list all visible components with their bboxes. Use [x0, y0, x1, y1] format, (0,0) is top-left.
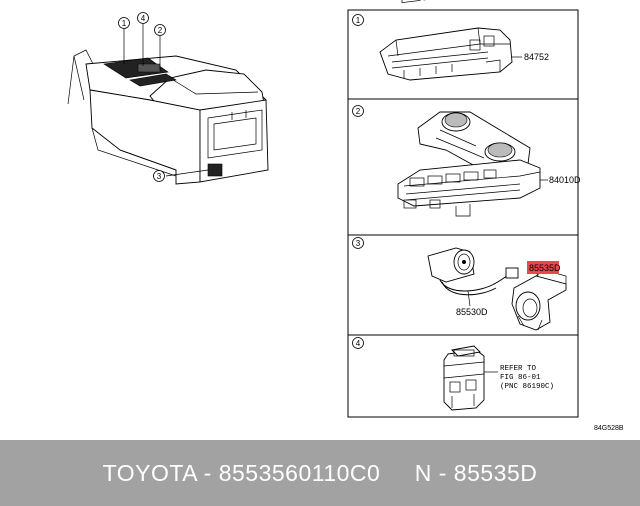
svg-text:2: 2: [158, 26, 163, 35]
panel-4: 4 REFER TO FIG 86-01 (PNC 86190C): [352, 337, 554, 411]
svg-text:4: 4: [356, 339, 361, 348]
part-label-84752: 84752: [524, 52, 549, 62]
panel-1: 1 84752: [352, 0, 549, 81]
svg-text:3: 3: [356, 239, 361, 248]
overview-callout-4: 4: [137, 12, 149, 24]
part-label-85530D: 85530D: [456, 307, 488, 317]
svg-text:1: 1: [122, 19, 127, 28]
panel-3: 3 85530D 85535D: [352, 237, 567, 331]
reference-note-line-3: (PNC 86190C): [500, 383, 554, 391]
overview-callout-1: 1: [118, 17, 130, 29]
footer-part-number: TOYOTA - 8553560110C0 N - 85535D: [102, 459, 538, 486]
panel-3-number: 3: [352, 237, 364, 249]
svg-text:1: 1: [356, 16, 361, 25]
parts-diagram: 1 4 2 3 1: [67, 0, 624, 432]
svg-text:2: 2: [356, 107, 361, 116]
console-overview: 1 4 2 3: [67, 12, 269, 185]
panel-2: 2 84010D: [352, 105, 581, 217]
panel-2-number: 2: [352, 105, 364, 117]
reference-note-line-2: FIG 86-01: [500, 374, 541, 382]
svg-text:4: 4: [141, 14, 146, 23]
svg-text:3: 3: [157, 172, 162, 181]
panel-1-number: 1: [352, 14, 364, 26]
reference-note-line-1: REFER TO: [500, 365, 537, 373]
panel-4-number: 4: [352, 337, 364, 349]
part-label-85535D: 85535D: [529, 263, 561, 273]
illustration-code: 84G528B: [594, 425, 624, 432]
part-label-highlight: [527, 261, 559, 274]
footer-bar: TOYOTA - 8553560110C0 N - 85535D: [0, 440, 640, 506]
detail-panels: [347, 9, 579, 418]
overview-callout-3: 3: [153, 170, 165, 182]
overview-callout-2: 2: [154, 24, 166, 36]
part-label-84010D: 84010D: [549, 175, 581, 185]
